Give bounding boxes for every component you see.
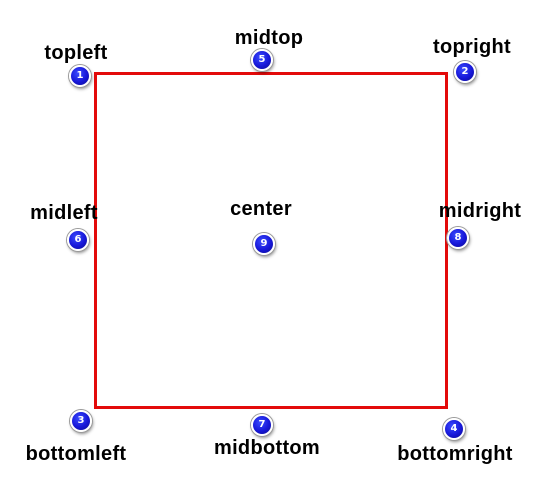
bottomleft-marker-number: 3 — [77, 415, 85, 426]
center-label: center — [230, 198, 292, 220]
topright-marker-number: 2 — [461, 66, 469, 77]
bottomright-marker: 4 — [443, 418, 465, 440]
topright-marker: 2 — [454, 61, 476, 83]
midbottom-marker: 7 — [251, 414, 273, 436]
topleft-marker: 1 — [69, 65, 91, 87]
midtop-marker: 5 — [251, 49, 273, 71]
topleft-label: topleft — [44, 42, 108, 64]
bottomleft-marker: 3 — [70, 410, 92, 432]
midright-marker: 8 — [447, 227, 469, 249]
topright-label: topright — [433, 36, 511, 58]
bottomleft-label: bottomleft — [25, 443, 127, 465]
midleft-label: midleft — [30, 202, 98, 224]
midright-label: midright — [438, 200, 522, 222]
topleft-marker-number: 1 — [76, 70, 84, 81]
midright-marker-number: 8 — [454, 232, 462, 243]
midleft-marker-number: 6 — [74, 234, 82, 245]
bottomright-label: bottomright — [397, 443, 513, 465]
center-marker: 9 — [253, 233, 275, 255]
midbottom-label: midbottom — [213, 437, 321, 459]
bottomright-marker-number: 4 — [450, 423, 458, 434]
rectangle-frame — [94, 72, 448, 409]
center-marker-number: 9 — [260, 238, 268, 249]
midleft-marker: 6 — [67, 229, 89, 251]
midbottom-marker-number: 7 — [258, 419, 266, 430]
midtop-label: midtop — [234, 27, 304, 49]
midtop-marker-number: 5 — [258, 54, 266, 65]
